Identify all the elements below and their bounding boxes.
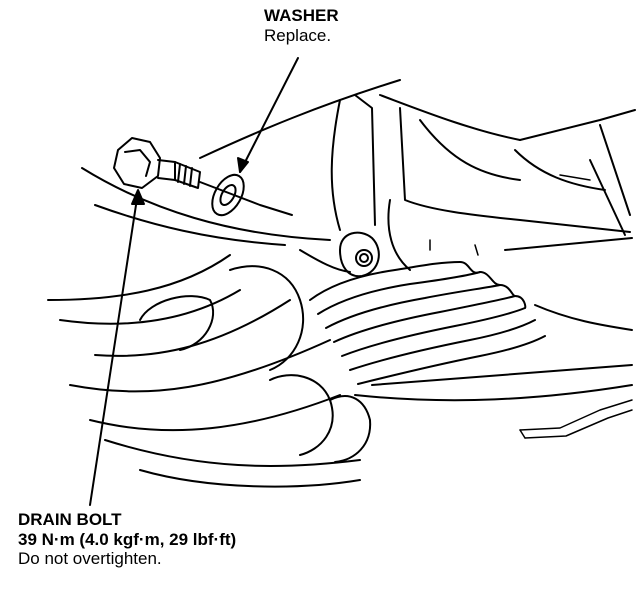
drain-bolt-callout: DRAIN BOLT 39 N·m (4.0 kgf·m, 29 lbf·ft)… <box>18 510 236 569</box>
drain-bolt-torque: 39 N·m (4.0 kgf·m, 29 lbf·ft) <box>18 529 237 549</box>
washer-leader-line <box>239 57 299 173</box>
drain-bolt-leader-arrow <box>131 189 145 205</box>
leader-lines <box>89 57 299 506</box>
washer-note: Replace. <box>264 25 332 45</box>
assembly-axis-line <box>199 181 293 216</box>
exhaust-pipe <box>47 254 372 488</box>
washer-callout: WASHER Replace. <box>264 6 339 45</box>
drain-hole <box>339 231 380 278</box>
drain-bolt-leader-line <box>89 191 139 506</box>
drain-bolt-note: Do not overtighten. <box>18 549 162 569</box>
washer-leader-arrow <box>237 157 249 173</box>
detail-marks <box>429 174 633 439</box>
washer-title: WASHER <box>264 6 339 25</box>
drain-bolt-title: DRAIN BOLT <box>18 510 122 529</box>
washer-part <box>211 173 245 217</box>
cooling-fins <box>309 261 546 385</box>
drain-bolt-part <box>113 137 201 189</box>
